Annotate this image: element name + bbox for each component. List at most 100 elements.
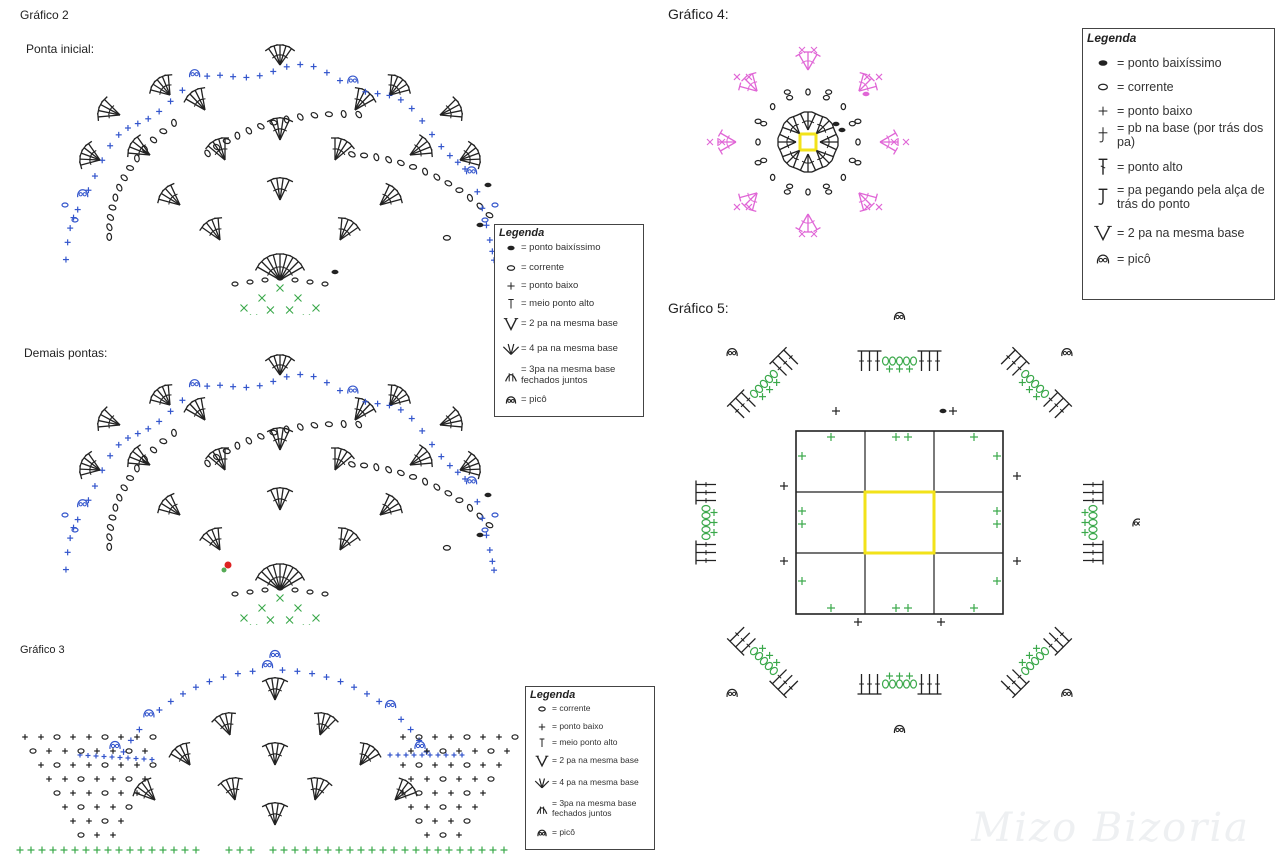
legend-symbol	[505, 396, 517, 404]
double-crochet-mark	[1083, 548, 1104, 557]
double-crochet-mark	[804, 214, 812, 233]
chain-mark	[125, 804, 133, 810]
double-crochet-mark	[164, 384, 173, 406]
single-crochet-mark	[115, 131, 122, 138]
single-crochet-mark	[486, 237, 493, 244]
single-crochet-mark	[134, 120, 141, 127]
single-crochet-mark	[432, 818, 438, 824]
single-crochet-mark	[445, 846, 453, 854]
single-crochet-mark	[67, 535, 74, 542]
double-crochet-mark	[274, 677, 289, 701]
double-crochet-mark	[166, 182, 181, 206]
single-crochet-mark	[62, 256, 69, 263]
double-crochet-mark	[917, 350, 926, 371]
sc-x-mark	[240, 614, 248, 622]
single-crochet-mark	[107, 452, 114, 459]
chain-mark	[754, 384, 764, 394]
single-crochet-mark	[886, 365, 893, 373]
single-crochet-mark	[362, 398, 369, 405]
chain-mark	[53, 790, 61, 796]
double-crochet-mark	[1083, 496, 1104, 505]
chain-mark	[348, 151, 356, 158]
single-crochet-mark	[134, 790, 140, 796]
single-crochet-mark	[38, 734, 44, 740]
single-crochet-mark	[126, 846, 134, 854]
single-crochet-mark	[1018, 379, 1026, 387]
chain-mark	[439, 832, 447, 838]
single-crochet-mark	[127, 737, 134, 744]
chain-mark	[433, 173, 441, 181]
double-crochet-mark	[1000, 346, 1019, 365]
double-crochet-mark	[1054, 626, 1073, 645]
single-crochet-mark	[448, 790, 454, 796]
chain-mark	[895, 679, 904, 689]
double-crochet-mark	[873, 350, 882, 371]
sc-x-mark	[249, 314, 258, 315]
single-crochet-mark	[99, 467, 106, 474]
chain-mark	[149, 446, 158, 454]
single-crochet-mark	[283, 63, 290, 70]
chain-mark	[306, 279, 314, 285]
picot-mark	[347, 385, 359, 394]
single-crochet-mark	[400, 734, 406, 740]
single-crochet-mark	[773, 658, 781, 666]
single-crochet-mark	[411, 752, 417, 758]
chain-mark	[261, 277, 269, 283]
chain-mark	[749, 389, 759, 398]
double-crochet-mark	[164, 74, 173, 96]
single-crochet-mark	[504, 748, 510, 754]
legend-symbol	[1098, 83, 1109, 91]
picot-mark	[109, 740, 121, 750]
chain-mark	[888, 356, 897, 366]
double-crochet-mark	[774, 352, 793, 371]
chain-mark	[296, 423, 304, 431]
single-crochet-mark	[99, 157, 106, 164]
sc-x-mark	[312, 304, 320, 312]
double-crochet-mark	[695, 488, 716, 497]
single-crochet-mark	[137, 846, 145, 854]
legend-symbol	[508, 299, 514, 309]
slip-stitch-mark	[832, 121, 840, 127]
picot-mark	[1061, 348, 1073, 357]
chain-mark	[348, 461, 356, 468]
chain-mark	[701, 511, 711, 520]
double-crochet-mark	[279, 45, 296, 66]
single-crochet-mark	[86, 762, 92, 768]
double-crochet-mark	[1011, 669, 1030, 687]
chain-mark	[77, 748, 85, 754]
chain-mark	[783, 189, 791, 195]
chain-mark	[909, 679, 918, 689]
single-crochet-mark	[454, 469, 461, 476]
sc-x-mark	[718, 138, 726, 146]
chain-icon	[506, 265, 516, 271]
chain-mark	[261, 587, 269, 593]
single-crochet-mark	[49, 846, 57, 854]
center-square	[863, 490, 936, 555]
single-crochet-mark	[462, 475, 469, 482]
single-crochet-mark	[94, 804, 100, 810]
chart4-diagram	[706, 46, 910, 238]
single-crochet-mark	[71, 846, 79, 854]
single-crochet-mark	[297, 371, 304, 378]
legend-item: = ponto baixíssimo	[1089, 51, 1267, 75]
double-crochet-mark	[389, 395, 411, 406]
single-crochet-mark	[429, 441, 436, 448]
single-crochet-mark	[117, 755, 123, 760]
chain-mark	[463, 762, 471, 768]
double-crochet-mark	[741, 192, 758, 209]
legend-item: = corrente	[532, 701, 648, 717]
chain-mark	[269, 119, 278, 126]
double-crochet-mark	[726, 400, 745, 419]
chain-mark	[764, 661, 774, 671]
double-crochet-mark	[857, 350, 866, 371]
single-crochet-mark	[1018, 658, 1026, 666]
single-crochet-mark	[323, 674, 330, 681]
legend-item: = 4 pa na mesma base	[501, 340, 636, 358]
double-crochet-mark	[459, 469, 481, 480]
watermark-signature: Mizo Bizoria	[971, 805, 1250, 851]
single-crochet-mark	[115, 441, 122, 448]
picot-mark	[384, 699, 397, 709]
chain-mark	[359, 462, 369, 469]
chain-mark	[1025, 661, 1035, 671]
single-crochet-mark	[236, 846, 244, 854]
